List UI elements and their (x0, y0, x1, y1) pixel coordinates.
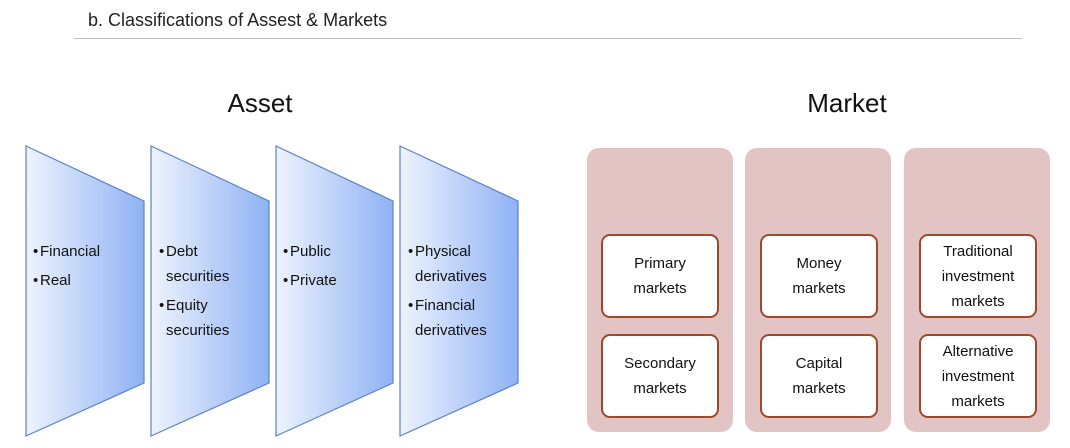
asset-item: •Debt securities (159, 243, 230, 285)
market-box-primary: Primary markets (601, 234, 719, 318)
asset-trapezoid-4 (399, 145, 519, 437)
asset-item: •Private (283, 272, 337, 289)
title-rule (74, 38, 1022, 39)
asset-trapezoid-1 (25, 145, 145, 437)
asset-item: •Real (33, 272, 71, 289)
market-box-capital: Capital markets (760, 334, 878, 418)
market-box-alternative: Alternative investment markets (919, 334, 1037, 418)
asset-column-4: •Physical derivatives •Financial derivat… (408, 239, 512, 343)
page-title: b. Classifications of Assest & Markets (88, 10, 388, 30)
market-heading: Market (807, 88, 887, 118)
asset-item: •Public (283, 243, 331, 260)
asset-column-2: •Debt securities •Equity securities (159, 239, 259, 343)
asset-trapezoid-2 (150, 145, 270, 437)
market-box-money: Money markets (760, 234, 878, 318)
market-box-traditional: Traditional investment markets (919, 234, 1037, 318)
asset-trapezoid-3 (275, 145, 394, 437)
asset-item: •Financial derivatives (408, 297, 487, 339)
asset-column-3: •Public •Private (283, 239, 395, 293)
asset-item: •Physical derivatives (408, 243, 487, 285)
asset-item: •Equity securities (159, 297, 230, 339)
asset-heading: Asset (227, 88, 293, 118)
asset-item: •Financial (33, 243, 101, 260)
asset-column-1: •Financial •Real (33, 239, 145, 293)
market-box-secondary: Secondary markets (601, 334, 719, 418)
